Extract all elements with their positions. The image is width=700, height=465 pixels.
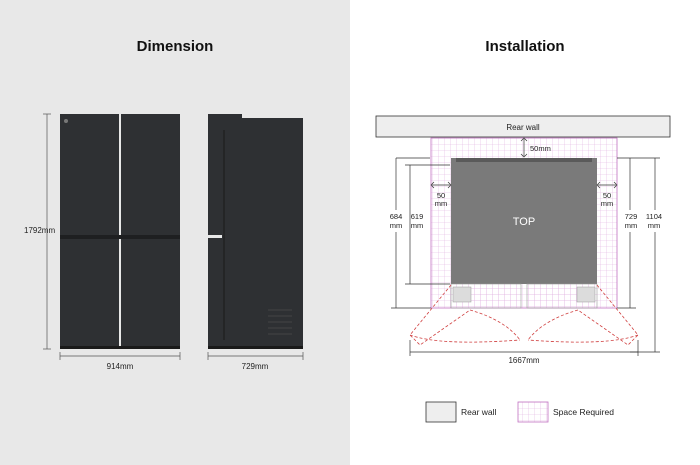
width-label: 914mm [107,362,134,371]
fridge-top-view [451,158,597,284]
side-body [222,118,303,346]
installation-title: Installation [485,38,565,55]
depth-b-unit: mm [411,221,424,230]
depth-d-unit: mm [648,221,661,230]
depth-a-value: 684 [390,212,403,221]
front-lower-left-door [60,239,119,346]
rear-wall [375,115,671,138]
depth-c-unit: mm [625,221,638,230]
fridge-side-view [208,114,303,349]
dimension-title: Dimension [136,38,214,55]
rear-gap-dim [520,137,528,158]
brand-logo [64,119,68,123]
depth-b-value: 619 [411,212,424,221]
depth-dimension [207,352,304,360]
gap-left-unit: mm [435,199,448,208]
fridge-front-view [60,114,180,349]
height-dimension [43,113,51,350]
front-upper-right-door [121,114,180,236]
side-gap-dims [430,181,618,189]
door-open-width-label: 1667mm [508,356,539,365]
front-lower-right-door [121,239,180,346]
depth-label: 729mm [242,362,269,371]
top-label: TOP [513,216,535,228]
rear-wall-label: Rear wall [506,123,540,132]
legend-rear-wall-label: Rear wall [461,407,497,417]
door-swing-paths [409,284,639,346]
depth-d-value: 1104 [646,212,662,221]
width-dimension [59,352,181,360]
gap-right-value: 50 [603,191,611,200]
side-lower-door [208,238,224,346]
legend-space-required-label: Space Required [553,407,614,417]
side-hinge [222,114,242,120]
side-upper-door [208,114,224,235]
front-handle-strip [60,235,180,239]
right-depth-dims [617,157,660,353]
side-vent [268,309,292,335]
legend-space-required-swatch [517,401,549,423]
height-label: 1792mm [24,226,55,235]
gap-right-unit: mm [601,199,614,208]
left-depth-dims [391,157,450,309]
front-base [60,346,180,349]
depth-c-value: 729 [625,212,638,221]
gap-rear-label: 50mm [530,144,551,153]
front-upper-left-door [60,114,119,236]
gap-left-value: 50 [437,191,445,200]
depth-a-unit: mm [390,221,403,230]
door-open-width-dim [409,340,639,356]
legend-rear-wall-swatch [425,401,457,423]
